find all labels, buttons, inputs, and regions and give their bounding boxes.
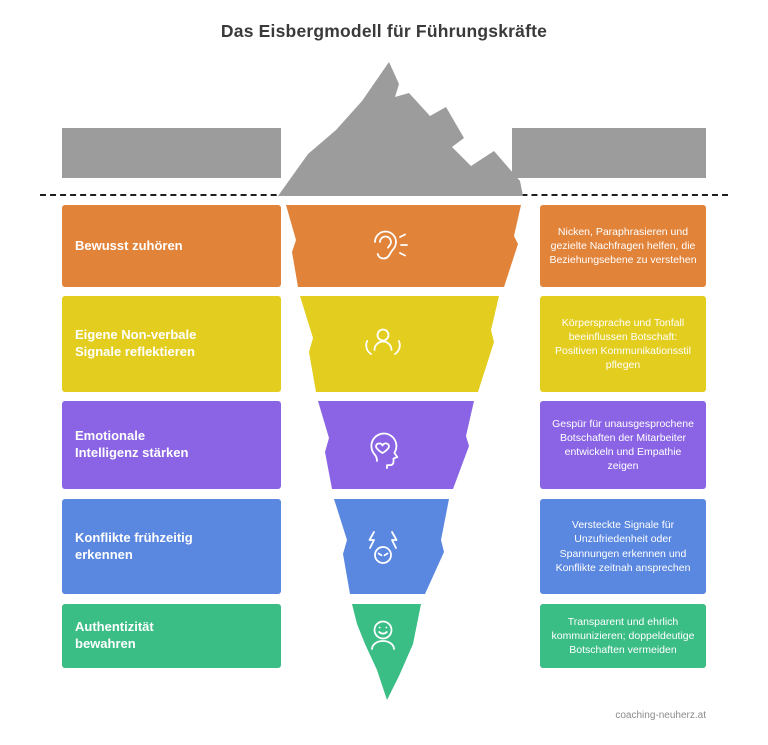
head-heart-icon bbox=[370, 432, 399, 469]
desc-box-conflict: Versteckte Signale für Unzufriedenheit o… bbox=[540, 499, 706, 594]
iceberg-segment-listen bbox=[286, 205, 521, 287]
page-title: Das Eisbergmodell für Führungskräfte bbox=[220, 21, 548, 41]
water-surface-right-bar bbox=[512, 128, 706, 178]
smiling-person-icon bbox=[371, 620, 395, 650]
row-description: Transparent und ehrlich kommunizieren; d… bbox=[551, 615, 695, 657]
label-box-nonverbal: Eigene Non-verbale Signale reflektieren bbox=[62, 296, 281, 392]
row-label: Eigene Non-verbale Signale reflektieren bbox=[75, 327, 197, 359]
row-description: Gespür für unausgesprochene Botschaften … bbox=[552, 417, 694, 473]
ear-icon bbox=[374, 230, 408, 260]
iceberg-tip bbox=[278, 62, 523, 196]
row-label: Authentizität bewahren bbox=[75, 619, 154, 651]
caring-hands-icon bbox=[365, 328, 401, 355]
desc-box-emotional: Gespür für unausgesprochene Botschaften … bbox=[540, 401, 706, 489]
label-box-listen: Bewusst zuhören bbox=[62, 205, 281, 287]
desc-box-authentic: Transparent und ehrlich kommunizieren; d… bbox=[540, 604, 706, 668]
iceberg-segment-authentic bbox=[352, 604, 421, 700]
label-box-conflict: Konflikte frühzeitig erkennen bbox=[62, 499, 281, 594]
iceberg-segment-emotional bbox=[318, 401, 474, 489]
desc-box-listen: Nicken, Paraphrasieren und gezielte Nach… bbox=[540, 205, 706, 287]
iceberg-segment-nonverbal bbox=[300, 296, 499, 392]
row-label: Bewusst zuhören bbox=[75, 237, 183, 253]
label-box-emotional: Emotionale Intelligenz stärken bbox=[62, 401, 281, 489]
row-description: Nicken, Paraphrasieren und gezielte Nach… bbox=[549, 225, 697, 267]
water-surface-left-bar bbox=[62, 128, 281, 178]
label-box-authentic: Authentizität bewahren bbox=[62, 604, 281, 668]
row-description: Versteckte Signale für Unzufriedenheit o… bbox=[555, 519, 691, 574]
conflict-spark-icon bbox=[368, 531, 398, 564]
waterline-dashed-divider bbox=[40, 194, 728, 196]
iceberg-segment-conflict bbox=[334, 499, 449, 594]
row-label: Emotionale Intelligenz stärken bbox=[75, 428, 189, 460]
row-description: Körpersprache und Tonfall beeinflussen B… bbox=[555, 316, 691, 372]
row-label: Konflikte frühzeitig erkennen bbox=[75, 529, 193, 562]
watermark: coaching-neuherz.at bbox=[615, 710, 706, 721]
desc-box-nonverbal: Körpersprache und Tonfall beeinflussen B… bbox=[540, 296, 706, 392]
